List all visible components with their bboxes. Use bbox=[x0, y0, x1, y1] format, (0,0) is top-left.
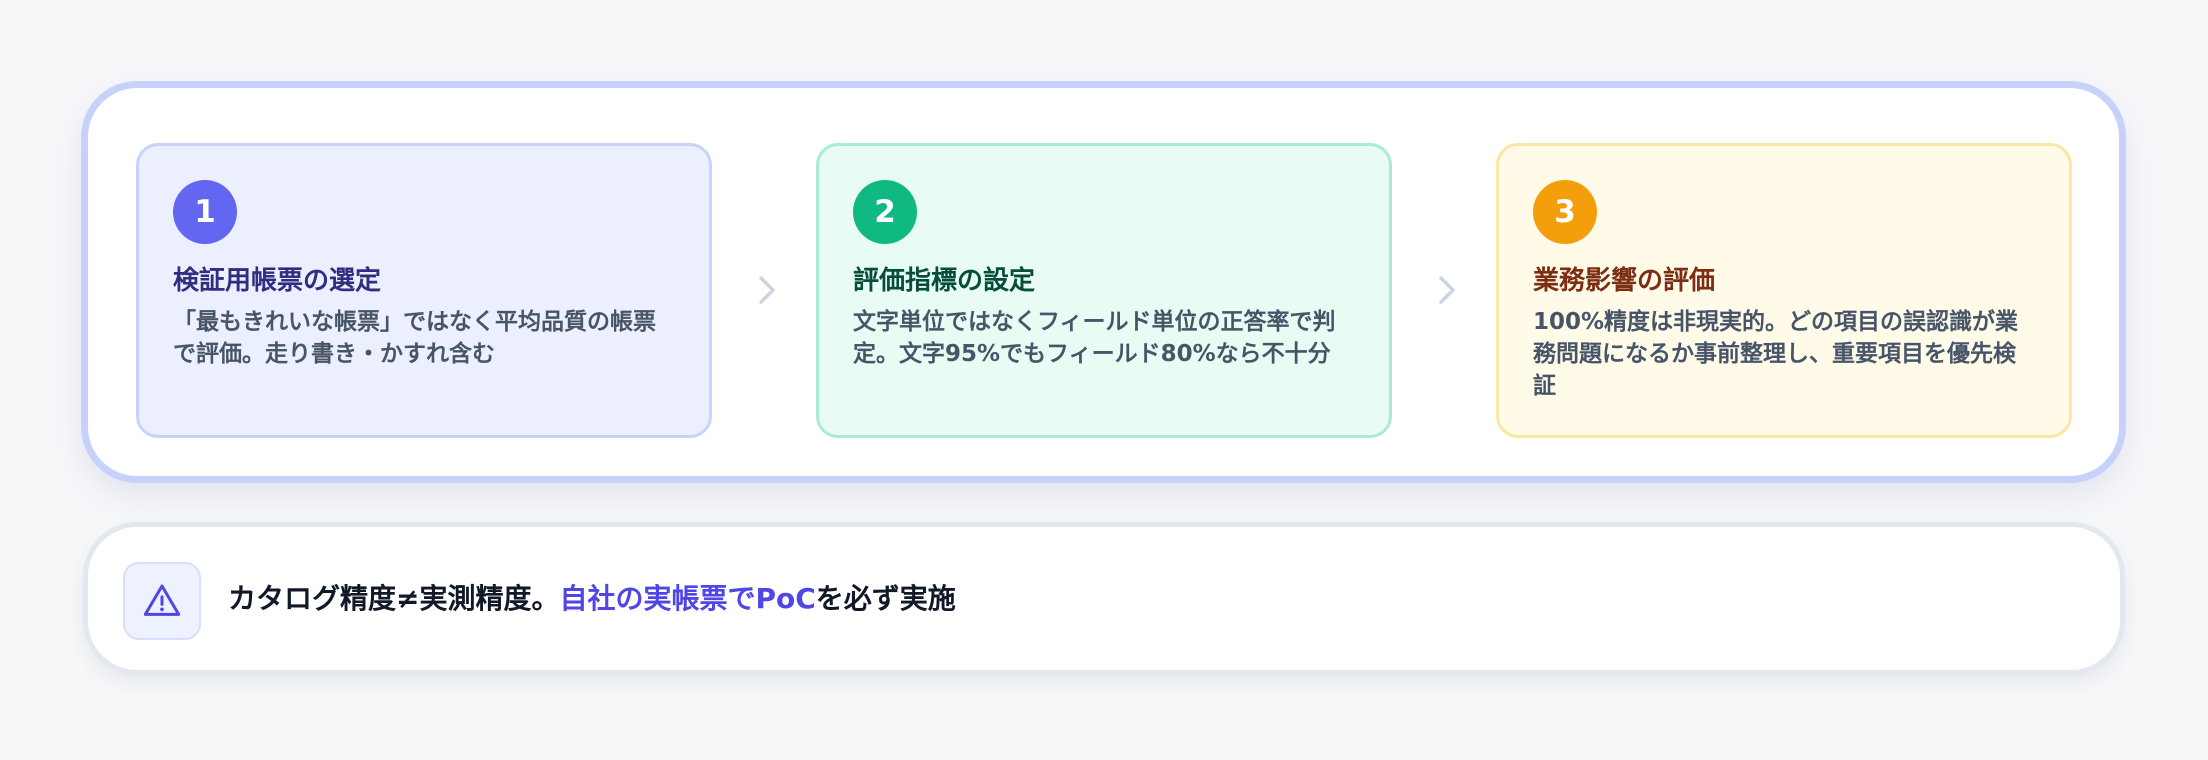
step-description: 文字単位ではなくフィールド単位の正答率で判定。文字95%でもフィールド80%なら… bbox=[853, 309, 1336, 367]
chevron-right-icon bbox=[751, 272, 783, 308]
step-title: 検証用帳票の選定 bbox=[173, 266, 382, 296]
warning-note: カタログ精度≠実測精度。自社の実帳票でPoCを必ず実施 bbox=[83, 522, 2125, 675]
warning-triangle-icon bbox=[123, 562, 201, 640]
note-text-after: を必ず実施 bbox=[815, 582, 956, 615]
chevron-right-icon bbox=[1431, 272, 1463, 308]
process-steps-panel: 1 検証用帳票の選定 「最もきれいな帳票」ではなく平均品質の帳票で評価。走り書き… bbox=[81, 81, 2126, 483]
step-number-badge: 1 bbox=[173, 180, 237, 244]
step-title: 業務影響の評価 bbox=[1533, 266, 1716, 296]
step-card-3: 3 業務影響の評価 100%精度は非現実的。どの項目の誤認識が業務問題になるか事… bbox=[1496, 143, 2072, 438]
step-number-badge: 3 bbox=[1533, 180, 1597, 244]
note-text-accent: 自社の実帳票でPoC bbox=[559, 582, 816, 615]
step-title: 評価指標の設定 bbox=[853, 266, 1036, 296]
note-text-before: カタログ精度≠実測精度。 bbox=[228, 582, 560, 615]
step-description: 100%精度は非現実的。どの項目の誤認識が業務問題になるか事前整理し、重要項目を… bbox=[1533, 309, 2019, 399]
step-card-2: 2 評価指標の設定 文字単位ではなくフィールド単位の正答率で判定。文字95%でも… bbox=[816, 143, 1392, 438]
warning-note-text: カタログ精度≠実測精度。自社の実帳票でPoCを必ず実施 bbox=[228, 577, 956, 621]
step-description: 「最もきれいな帳票」ではなく平均品質の帳票で評価。走り書き・かすれ含む bbox=[173, 309, 656, 367]
step-card-1: 1 検証用帳票の選定 「最もきれいな帳票」ではなく平均品質の帳票で評価。走り書き… bbox=[136, 143, 712, 438]
step-number-badge: 2 bbox=[853, 180, 917, 244]
